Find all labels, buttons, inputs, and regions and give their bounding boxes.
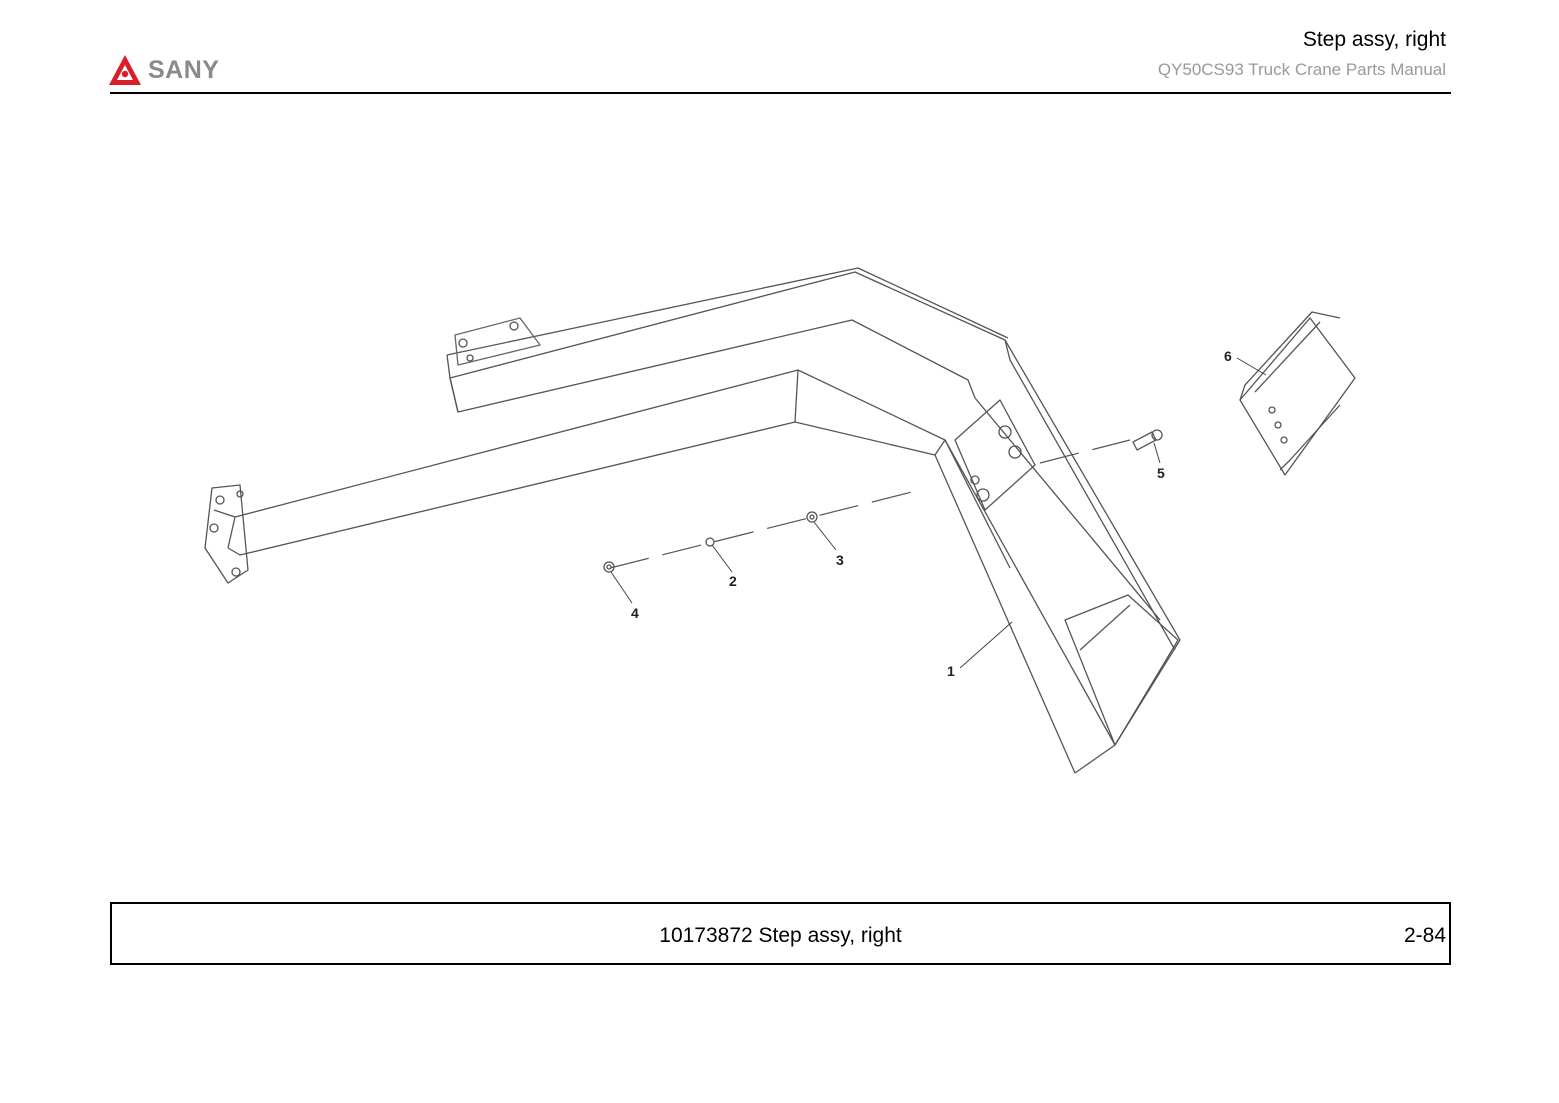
page-number: 2-84 <box>1403 924 1446 947</box>
leader-lines <box>610 357 1267 669</box>
caption-box: 10173872 Step assy, right 2-84 <box>110 902 1451 965</box>
brand-name: SANY <box>148 56 220 84</box>
manual-subtitle: QY50CS93 Truck Crane Parts Manual <box>1157 60 1446 79</box>
header-divider <box>110 92 1451 94</box>
lower-rail <box>204 369 1076 774</box>
bolt-part <box>1132 429 1163 451</box>
callout-6: 6 <box>1224 348 1232 364</box>
figure-caption: 10173872 Step assy, right <box>659 924 902 947</box>
assembly-axis <box>609 439 1131 569</box>
step-cover <box>1239 311 1356 476</box>
callout-3: 3 <box>836 552 844 568</box>
callout-5: 5 <box>1157 465 1165 481</box>
sany-logo-icon <box>109 55 141 85</box>
fastener-parts <box>603 511 818 573</box>
page-title: Step assy, right <box>1302 28 1446 51</box>
step-frame <box>944 339 1181 774</box>
callout-2: 2 <box>729 573 737 589</box>
upper-rail <box>446 267 1011 413</box>
callout-4: 4 <box>631 605 639 621</box>
sany-logo: SANY <box>108 52 238 88</box>
callout-1: 1 <box>947 663 955 679</box>
callout-labels: 1 2 3 4 5 6 <box>631 348 1232 679</box>
